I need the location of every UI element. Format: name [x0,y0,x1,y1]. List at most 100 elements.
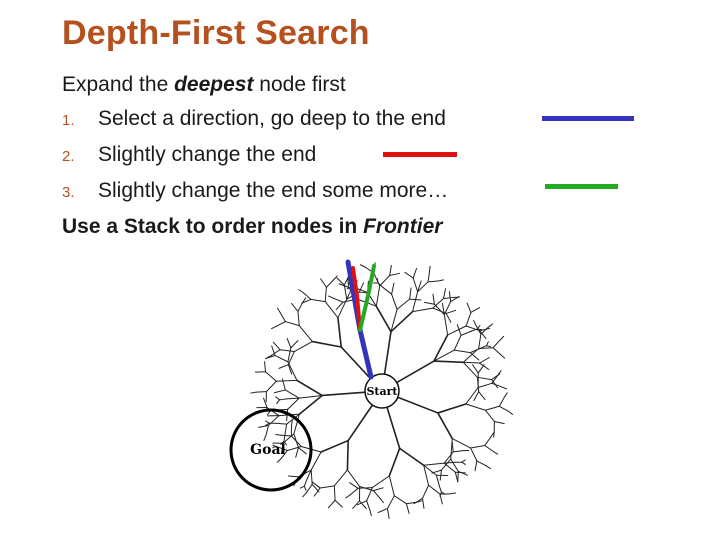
tree-branch [424,302,434,304]
tree-branch [479,334,481,348]
tree-branch [399,398,438,413]
tree-branch [485,445,493,451]
tree-branch [493,348,501,355]
tree-branch [321,279,327,287]
tree-branch [413,269,416,279]
tree-branch [334,470,347,486]
tree-branch [372,476,389,488]
tree-branch [413,308,433,312]
tree-branch [276,435,281,436]
tree-branch [416,501,421,502]
tree-branch [287,338,291,347]
tree-branch [443,297,453,298]
tree-branch [398,361,434,382]
tree-branch [275,423,286,424]
tree-branch [320,486,334,488]
tree-branch [478,383,492,387]
tree-branch [311,470,312,484]
tree-branch [348,406,372,441]
tree-branch [446,313,451,322]
tree-branch [298,302,303,311]
tree-branch [306,484,312,492]
tree-branch [329,296,334,298]
tree-branch [406,504,409,514]
tree-branch [508,411,512,414]
tree-branch [439,486,441,492]
tree-branch [304,480,306,486]
tree-branch [428,272,429,282]
tree-branch [405,272,413,278]
tree-branch [504,393,507,398]
tree-branch [485,406,499,410]
tree-branch [300,486,304,488]
tree-branch [479,392,485,400]
tree-branch [279,365,288,369]
tree-branch [438,413,452,439]
tree-branch [499,406,508,411]
tree-branch [454,335,461,350]
tree-branch [473,365,479,373]
tree-branch [438,280,443,281]
tree-branch [297,380,322,395]
tree-branch [383,287,392,294]
tree-branch [311,299,325,301]
tree-branch [264,435,266,440]
tree-branch [276,322,285,327]
tree-branch [410,288,411,299]
tree-branch [312,342,341,347]
tree-branch [493,451,498,454]
tree-branch [276,380,297,381]
tree-branch [280,350,294,352]
tree-branch [276,397,280,400]
tree-branch [322,392,364,395]
tree-branch [385,332,391,374]
tree-branch [400,448,424,465]
tree-branch [461,331,471,335]
tree-branch [471,445,485,447]
tree-branch [266,426,268,436]
tree-branch [450,493,455,494]
tree-branch [321,441,348,452]
tree-branch [268,411,271,415]
tree-branch [347,470,359,487]
tree-branch [470,353,479,360]
tree-branch [466,404,486,410]
tree-branch [311,452,321,470]
tree-branch [347,441,348,470]
tree-branch [291,341,298,348]
tree-branch [452,439,470,448]
tree-branch [312,484,319,491]
tree-branch [429,266,430,272]
tree-branch [280,399,287,400]
tree-branch [428,281,438,282]
tree-branch [389,448,399,476]
start-label: Start [366,385,398,398]
tree-branch [486,342,488,346]
tree-branch [256,392,266,393]
tree-branch [481,327,488,334]
tree-branch [265,362,266,372]
goal-label: Goal [250,442,286,458]
tree-branch [294,434,299,448]
tree-branch [477,377,491,379]
tree-branch [392,283,394,294]
tree-branch [292,303,298,311]
tree-branch [462,460,466,462]
tree-branch [485,410,494,421]
tree-branch [360,265,365,268]
tree-branch [350,483,358,489]
tree-branch [463,362,479,363]
tree-branch [423,485,429,498]
tree-branch [387,508,389,518]
tree-branch [477,461,486,466]
tree-branch [477,325,480,329]
tree-branch [277,458,281,462]
tree-branch [285,424,287,435]
tree-branch [387,408,399,448]
tree-branch [452,442,453,452]
tree-branch [413,292,418,312]
tree-branch [277,308,280,313]
tree-branch [478,365,484,373]
tree-branch [446,310,456,313]
